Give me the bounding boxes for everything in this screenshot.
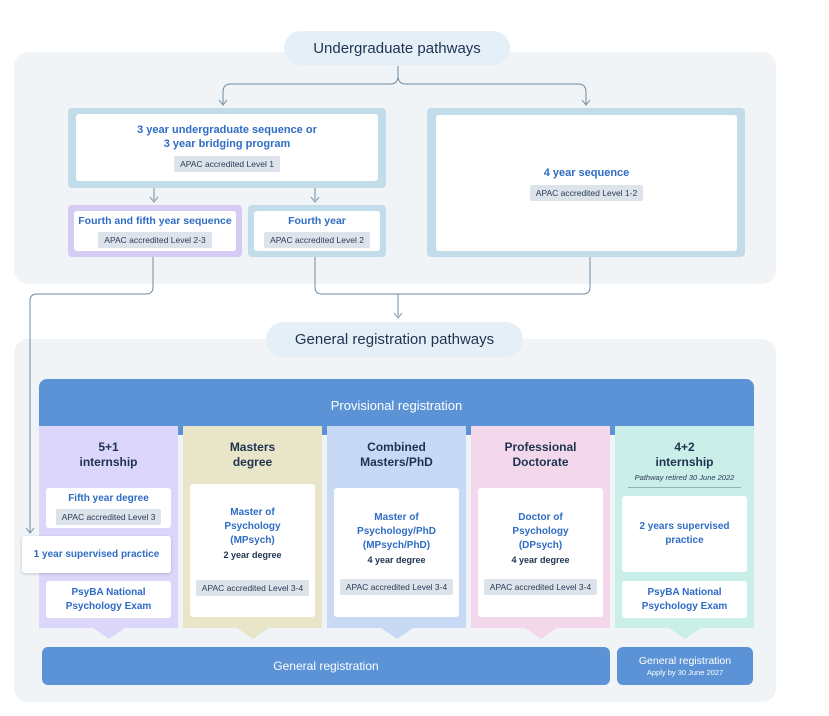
psyba-exam-label-right: PsyBA National Psychology Exam bbox=[641, 586, 728, 612]
doctor-of-psychology-box: Doctor of Psychology (DPsych) 4 year deg… bbox=[478, 488, 603, 617]
column-combined-heading: Combined Masters/PhD bbox=[360, 440, 433, 469]
psyba-exam-label-left: PsyBA National Psychology Exam bbox=[65, 586, 152, 612]
column-masters-arrow bbox=[237, 628, 269, 639]
undergraduate-pathways-pill: Undergraduate pathways bbox=[284, 31, 510, 65]
four-year-sequence-box: 4 year sequence APAC accredited Level 1-… bbox=[427, 108, 745, 257]
one-year-supervised-practice-label: 1 year supervised practice bbox=[33, 548, 160, 560]
three-year-sequence-badge: APAC accredited Level 1 bbox=[174, 156, 280, 172]
fifth-year-degree-box: Fifth year degree APAC accredited Level … bbox=[46, 488, 171, 528]
three-year-sequence-box: 3 year undergraduate sequence or 3 year … bbox=[68, 108, 386, 188]
master-psychology-phd-box: Master of Psychology/PhD (MPsych/PhD) 4 … bbox=[334, 488, 459, 617]
fourth-year-box: Fourth year APAC accredited Level 2 bbox=[248, 205, 386, 257]
fourth-year-title: Fourth year bbox=[288, 215, 346, 227]
provisional-registration-label: Provisional registration bbox=[330, 398, 463, 413]
four-year-sequence-title: 4 year sequence bbox=[543, 166, 630, 179]
general-registration-right-sub: Apply by 30 June 2027 bbox=[646, 668, 724, 677]
doctor-of-psychology-title: Doctor of Psychology (DPsych) bbox=[512, 511, 569, 551]
pathway-retired-note: Pathway retired 30 June 2022 bbox=[634, 473, 735, 482]
column-5-1-arrow bbox=[93, 628, 125, 639]
master-of-psychology-badge: APAC accredited Level 3-4 bbox=[195, 579, 310, 596]
doctor-of-psychology-badge: APAC accredited Level 3-4 bbox=[483, 578, 598, 595]
fourth-fifth-year-title: Fourth and fifth year sequence bbox=[78, 215, 232, 227]
four-year-sequence-badge: APAC accredited Level 1-2 bbox=[529, 184, 644, 201]
master-of-psychology-title: Master of Psychology (MPsych) bbox=[224, 506, 281, 546]
column-4-2-arrow bbox=[669, 628, 701, 639]
general-registration-label: General registration bbox=[273, 659, 379, 673]
column-masters-heading: Masters degree bbox=[229, 440, 276, 469]
master-psychology-phd-title: Master of Psychology/PhD (MPsych/PhD) bbox=[357, 511, 436, 551]
three-year-sequence-title: 3 year undergraduate sequence or 3 year … bbox=[137, 124, 317, 150]
fifth-year-degree-title: Fifth year degree bbox=[68, 492, 149, 504]
fifth-year-degree-badge: APAC accredited Level 3 bbox=[55, 508, 162, 525]
fourth-fifth-year-badge: APAC accredited Level 2-3 bbox=[98, 232, 212, 248]
general-registration-pathways-pill: General registration pathways bbox=[266, 322, 523, 357]
psyba-exam-box-right: PsyBA National Psychology Exam bbox=[622, 581, 747, 618]
master-psychology-phd-badge: APAC accredited Level 3-4 bbox=[339, 578, 454, 595]
column-doctorate-heading: Professional Doctorate bbox=[504, 440, 577, 469]
column-4-2-heading: 4+2 internship bbox=[655, 440, 714, 469]
general-registration-right-label: General registration bbox=[638, 655, 732, 667]
fourth-year-badge: APAC accredited Level 2 bbox=[264, 232, 370, 248]
general-registration-bar: General registration bbox=[42, 647, 610, 685]
fourth-fifth-year-box: Fourth and fifth year sequence APAC accr… bbox=[68, 205, 242, 257]
provisional-registration-banner bbox=[39, 379, 754, 435]
master-psychology-phd-duration: 4 year degree bbox=[367, 554, 426, 565]
column-5-1-heading: 5+1 internship bbox=[79, 440, 138, 469]
general-registration-right-bar: General registration Apply by 30 June 20… bbox=[617, 647, 753, 685]
master-of-psychology-box: Master of Psychology (MPsych) 2 year deg… bbox=[190, 484, 315, 617]
column-doctorate-arrow bbox=[525, 628, 557, 639]
one-year-supervised-practice-box: 1 year supervised practice bbox=[22, 536, 171, 573]
column-combined-arrow bbox=[381, 628, 413, 639]
two-years-supervised-practice-label: 2 years supervised practice bbox=[639, 521, 730, 546]
two-years-supervised-practice-box: 2 years supervised practice bbox=[622, 496, 747, 572]
master-of-psychology-duration: 2 year degree bbox=[223, 549, 282, 560]
retired-divider bbox=[628, 487, 741, 488]
doctor-of-psychology-duration: 4 year degree bbox=[511, 554, 570, 565]
psyba-exam-box-left: PsyBA National Psychology Exam bbox=[46, 581, 171, 618]
